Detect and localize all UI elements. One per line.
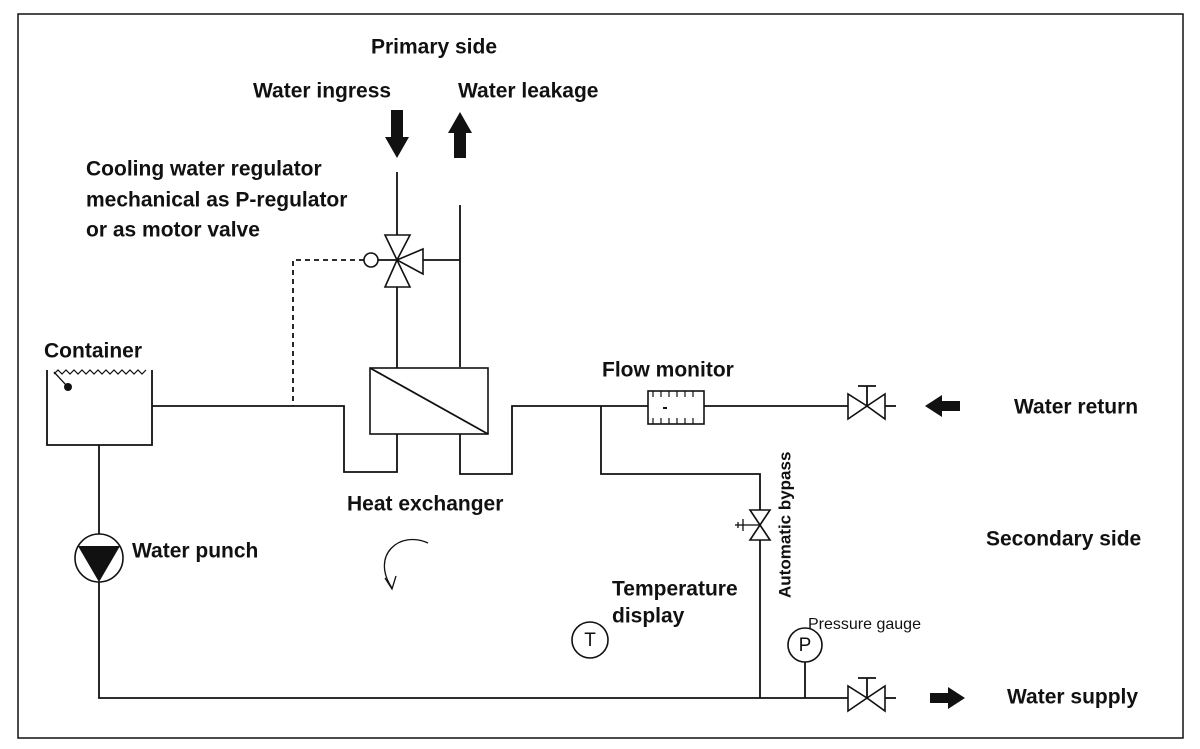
frame-border xyxy=(17,13,1184,739)
pressure-symbol: P xyxy=(799,635,812,656)
temp-symbol: T xyxy=(584,630,596,651)
shutoff-valve-icon xyxy=(847,677,886,713)
arrow-up-icon xyxy=(448,112,472,158)
heat-exchanger-label: Heat exchanger xyxy=(347,493,503,516)
three-way-valve-icon xyxy=(363,234,424,288)
flow-monitor-icon xyxy=(647,390,705,425)
temperature-label-2: display xyxy=(612,605,685,628)
control-line xyxy=(292,259,364,406)
primary-pipes xyxy=(378,172,461,368)
container-label: Container xyxy=(44,340,142,363)
arrow-down-icon xyxy=(385,110,409,158)
regulator-label-1: Cooling water regulator xyxy=(86,158,322,181)
heat-exchanger-icon xyxy=(369,367,489,435)
flow-monitor-label: Flow monitor xyxy=(602,359,734,382)
shutoff-valve-icon xyxy=(847,385,886,421)
primary-side-label: Primary side xyxy=(371,36,497,59)
regulator-label-2: mechanical as P-regulator xyxy=(86,189,347,212)
water-return-label: Water return xyxy=(1014,396,1138,419)
automatic-bypass-label: Automatic bypass xyxy=(775,452,794,598)
water-ingress-label: Water ingress xyxy=(253,80,391,103)
bypass-valve-icon xyxy=(735,509,772,541)
curved-arrow-icon xyxy=(383,538,429,591)
water-supply-label: Water supply xyxy=(1007,686,1138,709)
secondary-pipes xyxy=(98,405,896,699)
pressure-gauge-icon: P xyxy=(787,627,823,663)
pump-icon xyxy=(74,533,124,583)
water-punch-label: Water punch xyxy=(132,540,258,563)
water-leakage-label: Water leakage xyxy=(458,80,598,103)
secondary-side-label: Secondary side xyxy=(986,528,1141,551)
thermometer-icon: T xyxy=(571,621,609,659)
pressure-gauge-label: Pressure gauge xyxy=(808,616,921,633)
arrow-left-icon xyxy=(925,395,960,417)
arrow-right-icon xyxy=(930,687,965,709)
container-icon xyxy=(46,369,153,446)
regulator-label-3: or as motor valve xyxy=(86,219,260,242)
temperature-label-1: Temperature xyxy=(612,578,738,601)
